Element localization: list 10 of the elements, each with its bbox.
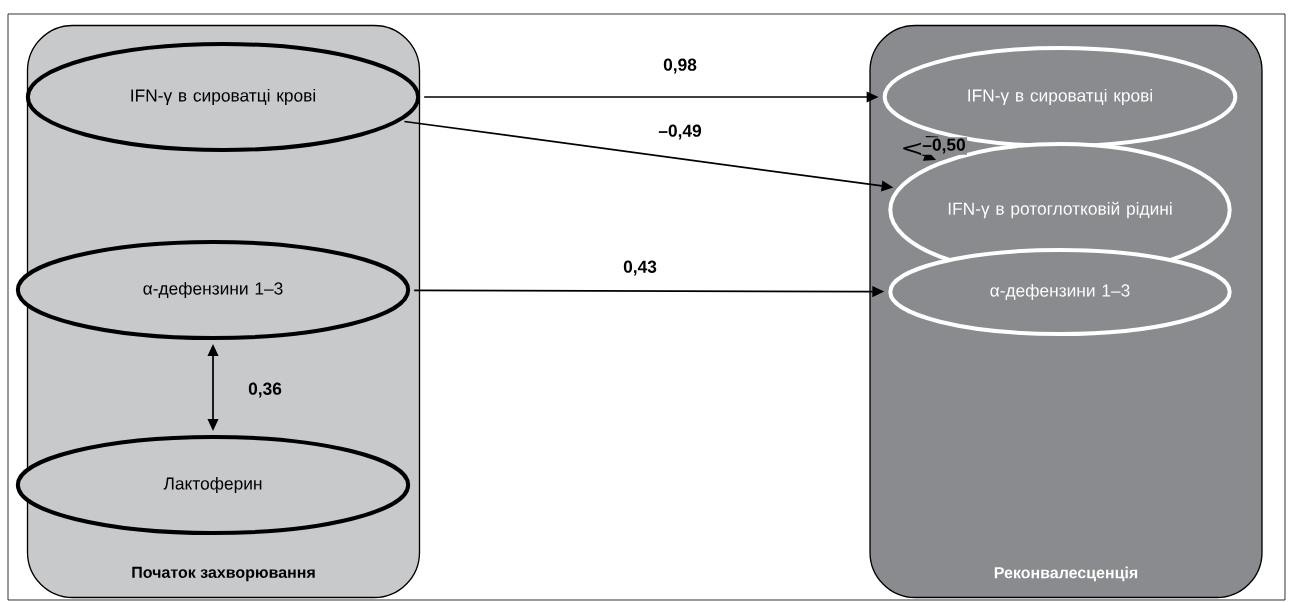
edge-label: –0,49 [657,123,704,141]
panel-heading: Реконвалесценція [994,566,1138,582]
edge-label: 0,98 [661,57,699,75]
ellipse-node: α-дефензини 1–3 [888,248,1232,336]
ellipse-node: Лактоферин [15,435,411,535]
panel-heading: Початок захворювання [132,566,315,582]
edge-label: 0,36 [246,381,284,399]
edge-label: 0,43 [621,259,659,277]
ellipse-node: IFN-γ в сироватці крові [25,42,421,152]
ellipse-node: α-дефензини 1–3 [15,240,411,340]
